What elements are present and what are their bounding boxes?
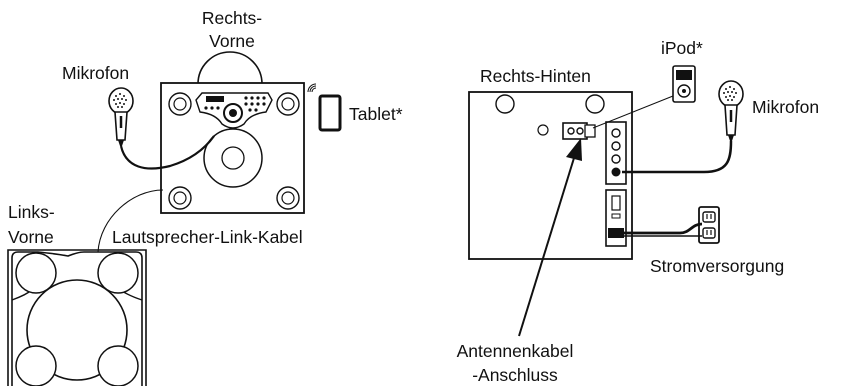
label-right-front-1: Rechts- xyxy=(202,8,262,28)
label-antenna-2: -Anschluss xyxy=(472,365,558,385)
tweeter-br xyxy=(97,345,139,387)
microphone-left xyxy=(108,87,215,170)
right-front-speaker xyxy=(160,51,305,214)
power-cable xyxy=(624,222,703,235)
label-left-front-1: Links- xyxy=(8,202,55,222)
tablet-device xyxy=(307,83,342,132)
corner-tweeter-tr xyxy=(276,92,300,116)
label-left-front-2: Vorne xyxy=(8,227,54,247)
label-microphone-right: Mikrofon xyxy=(752,97,819,117)
ipod-cable xyxy=(592,95,674,129)
top-dome xyxy=(197,51,263,85)
label-antenna-1: Antennenkabel xyxy=(457,341,574,361)
antenna-terminal xyxy=(562,122,596,140)
label-speaker-link-cable: Lautsprecher-Link-Kabel xyxy=(112,227,303,247)
label-right-rear: Rechts-Hinten xyxy=(480,66,591,86)
label-power-supply: Stromversorgung xyxy=(650,256,784,276)
corner-tweeter-br xyxy=(276,186,300,210)
corner-tweeter-tl xyxy=(168,92,192,116)
control-panel xyxy=(195,92,273,129)
antenna-arrow xyxy=(518,138,582,337)
tweeter-bl xyxy=(15,345,57,387)
speaker-link-cable-line xyxy=(97,189,164,253)
microphone-right-cable xyxy=(622,140,733,174)
tweeter-tr xyxy=(97,252,139,294)
microphone-right xyxy=(622,80,744,174)
power-panel xyxy=(605,189,627,247)
left-front-speaker xyxy=(7,249,147,387)
corner-tweeter-bl xyxy=(168,186,192,210)
woofer xyxy=(203,128,263,188)
display xyxy=(206,96,224,102)
wireless-icon xyxy=(311,87,317,93)
label-tablet: Tablet* xyxy=(349,104,403,124)
ipod-device xyxy=(672,65,696,103)
label-ipod: iPod* xyxy=(661,38,703,58)
label-right-front-2: Vorne xyxy=(209,31,255,51)
jack-panel xyxy=(605,121,627,185)
tweeter-tl xyxy=(15,252,57,294)
panel-buttons xyxy=(204,96,266,112)
microphone-cable xyxy=(119,135,215,170)
label-microphone-left: Mikrofon xyxy=(62,63,129,83)
